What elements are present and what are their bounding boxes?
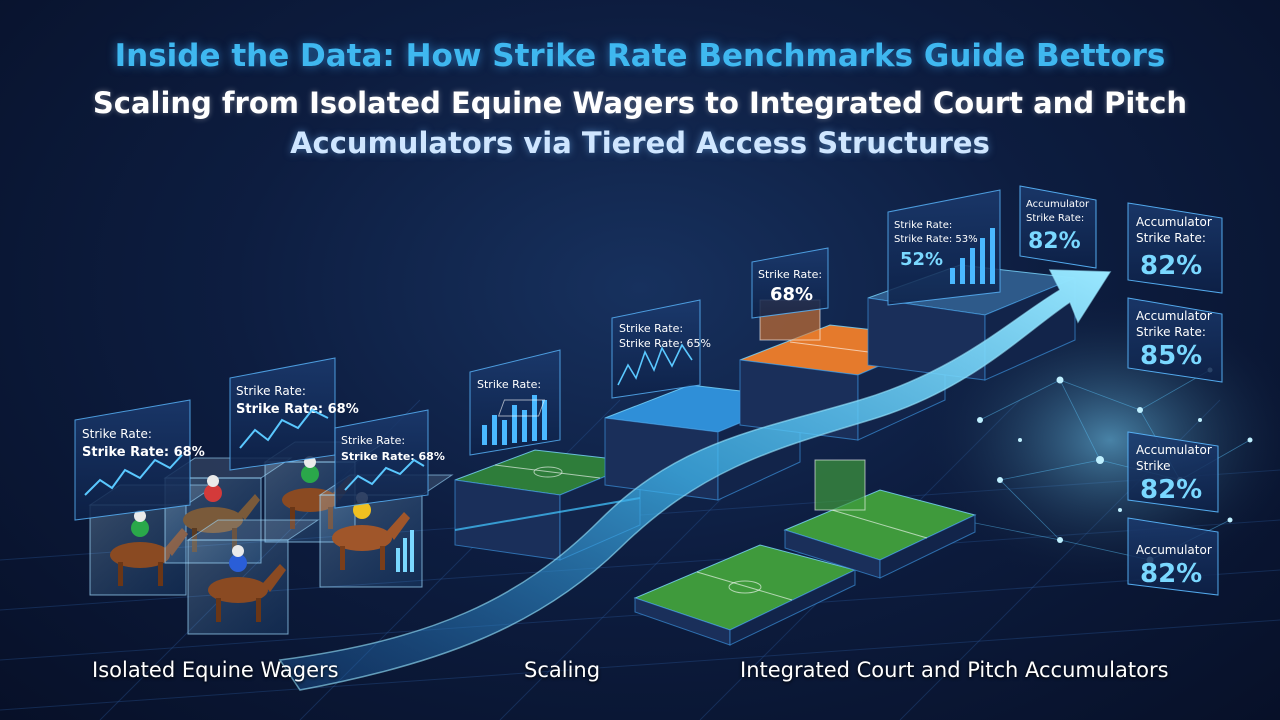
accumulator-title: Accumulator	[1136, 309, 1212, 323]
accumulator-title: Accumulator	[1136, 215, 1212, 229]
horse-stat-panel: Strike Rate: Strike Rate: 68%	[334, 409, 445, 509]
platform-stat-panel: Strike Rate: Strike Rate: 65%	[611, 299, 711, 399]
platform-panel-value: 68%	[770, 284, 813, 305]
pitch-upper	[783, 459, 977, 579]
accumulator-value: 82%	[1140, 559, 1202, 589]
accumulator-label: Strike Rate:	[1026, 213, 1084, 224]
accumulator-value: 82%	[1028, 229, 1081, 254]
caption-isolated-wagers: Isolated Equine Wagers	[92, 658, 339, 682]
pitch-lower	[633, 544, 857, 646]
accumulator-panel: Accumulator Strike Rate: 85%	[1127, 297, 1223, 383]
main-title: Inside the Data: How Strike Rate Benchma…	[114, 38, 1166, 74]
platform-panel-line1: Strike Rate:	[894, 220, 952, 231]
subtitle-line-2: Accumulators via Tiered Access Structure…	[290, 126, 990, 160]
horse-stat-panel: Strike Rate: Strike Rate: 68%	[229, 357, 359, 471]
horse-panel-line2: Strike Rate: 68%	[82, 445, 205, 460]
horse-panel-line1: Strike Rate:	[341, 434, 405, 447]
accumulator-title: Accumulator	[1136, 443, 1212, 457]
caption-integrated-accumulators: Integrated Court and Pitch Accumulators	[740, 658, 1169, 682]
horse-panel-line2: Strike Rate: 68%	[236, 402, 359, 417]
horse-cube	[186, 519, 320, 635]
accumulator-label: Strike Rate:	[1136, 325, 1206, 339]
caption-scaling: Scaling	[524, 658, 601, 682]
accumulator-panel: Accumulator 82%	[1127, 517, 1219, 596]
accumulator-panel: Accumulator Strike Rate: 82%	[1127, 202, 1223, 294]
accumulator-panel: Accumulator Strike Rate: 82%	[1019, 185, 1097, 269]
horse-panel-line1: Strike Rate:	[82, 427, 152, 441]
accumulator-value: 82%	[1140, 475, 1202, 505]
accumulator-label: Strike Rate:	[1136, 231, 1206, 245]
horse-panel-line1: Strike Rate:	[236, 384, 306, 398]
growth-arrow	[278, 269, 1112, 691]
accumulator-panel: Accumulator Strike 82%	[1127, 431, 1219, 513]
accumulator-value: 85%	[1140, 341, 1202, 371]
horse-stat-panel: Strike Rate: Strike Rate: 68%	[74, 399, 205, 521]
subtitle-line-1: Scaling from Isolated Equine Wagers to I…	[92, 86, 1188, 120]
platform-panel-value: 52%	[900, 249, 943, 270]
platform-stat-panel: Strike Rate:	[469, 349, 561, 456]
horse-panel-line2: Strike Rate: 68%	[341, 450, 445, 463]
platform-panel-line1: Strike Rate:	[619, 322, 683, 335]
platform-panel-line1: Strike Rate:	[758, 268, 822, 281]
platform-panel-line1: Strike Rate:	[477, 378, 541, 391]
accumulator-title: Accumulator	[1026, 199, 1090, 210]
accumulator-value: 82%	[1140, 251, 1202, 281]
platform-panel-line2: Strike Rate: 65%	[619, 337, 711, 350]
accumulator-title: Accumulator	[1136, 543, 1212, 557]
platform-panel-line2: Strike Rate: 53%	[894, 234, 978, 245]
platform-stat-panel: Strike Rate: 68%	[751, 247, 829, 319]
horse-cubes	[88, 441, 454, 635]
accumulator-label: Strike	[1136, 459, 1171, 473]
platform-stat-panel: Strike Rate: Strike Rate: 53% 52%	[887, 189, 1001, 306]
